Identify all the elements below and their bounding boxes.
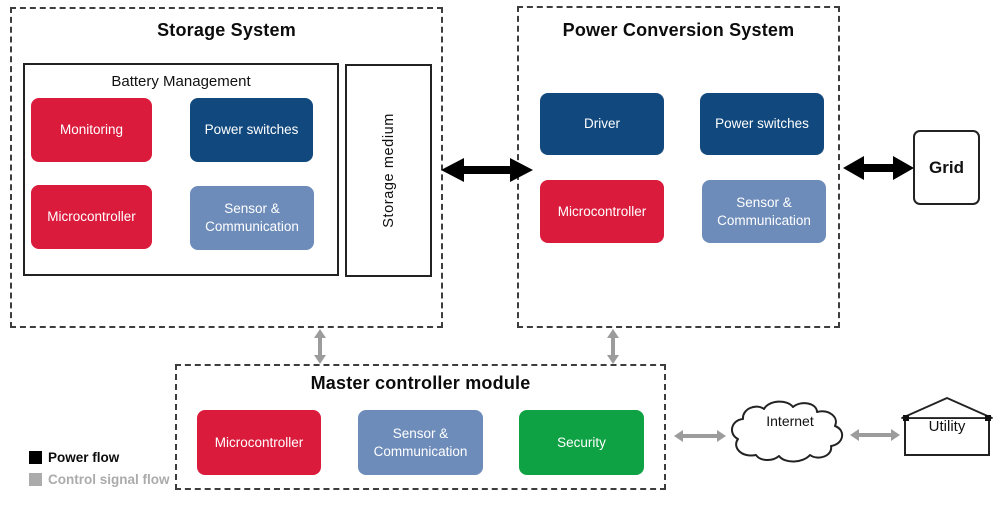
module-sensor-communication: Sensor & Communication <box>702 180 826 243</box>
module-power-switches: Power switches <box>700 93 824 155</box>
module-power-switches: Power switches <box>190 98 313 162</box>
storage-system-box: Storage System Battery Management Monito… <box>10 7 443 328</box>
module-microcontroller: Microcontroller <box>540 180 664 243</box>
module-driver: Driver <box>540 93 664 155</box>
battery-management-title: Battery Management <box>111 73 251 90</box>
control-arrow-master-internet <box>674 430 726 442</box>
power-conversion-system-box: Power Conversion System Driver Power swi… <box>517 6 840 328</box>
module-label: Sensor & Communication <box>373 425 468 459</box>
control-arrow-storage-master <box>314 329 326 364</box>
battery-management-box: Battery Management Monitoring Power swit… <box>23 63 339 276</box>
module-label: Sensor & Communication <box>205 201 299 234</box>
power-flow-legend-label: Power flow <box>48 450 120 465</box>
internet-label: Internet <box>766 413 814 429</box>
utility-node: Utility <box>900 396 994 458</box>
module-label: Power switches <box>204 122 299 138</box>
module-microcontroller: Microcontroller <box>197 410 321 475</box>
module-sensor-communication: Sensor & Communication <box>358 410 483 475</box>
storage-system-title: Storage System <box>157 20 296 40</box>
control-signal-flow-swatch <box>29 473 42 486</box>
module-label: Microcontroller <box>214 434 304 450</box>
module-label: Security <box>557 434 606 450</box>
cloud-icon <box>731 400 843 463</box>
grid-box: Grid <box>913 130 980 205</box>
utility-label: Utility <box>928 418 966 435</box>
module-label: Monitoring <box>59 122 124 138</box>
module-label: Power switches <box>715 116 809 132</box>
module-sensor-communication: Sensor & Communication <box>190 186 314 250</box>
module-security: Security <box>519 410 644 475</box>
module-microcontroller: Microcontroller <box>31 185 152 249</box>
master-controller-module-title: Master controller module <box>310 373 531 393</box>
power-flow-swatch <box>29 451 42 464</box>
grid-label: Grid <box>929 157 964 177</box>
module-label: Sensor & Communication <box>717 194 811 228</box>
module-label: Microcontroller <box>47 209 136 225</box>
power-flow-arrow-pcs-grid <box>843 156 914 180</box>
control-signal-flow-legend-label: Control signal flow <box>48 472 170 487</box>
master-controller-module-box: Master controller module Microcontroller… <box>175 364 666 490</box>
house-icon <box>901 397 993 456</box>
internet-node: Internet <box>726 398 854 466</box>
module-label: Microcontroller <box>557 203 647 219</box>
module-label: Driver <box>584 116 620 132</box>
control-arrow-internet-utility <box>850 429 900 441</box>
module-monitoring: Monitoring <box>31 98 152 162</box>
storage-medium-label: Storage medium <box>380 113 397 228</box>
power-conversion-system-title: Power Conversion System <box>562 20 795 40</box>
control-arrow-pcs-master <box>607 329 619 364</box>
storage-medium-box: Storage medium <box>345 64 432 277</box>
power-flow-arrow-storage-pcs <box>441 158 533 182</box>
